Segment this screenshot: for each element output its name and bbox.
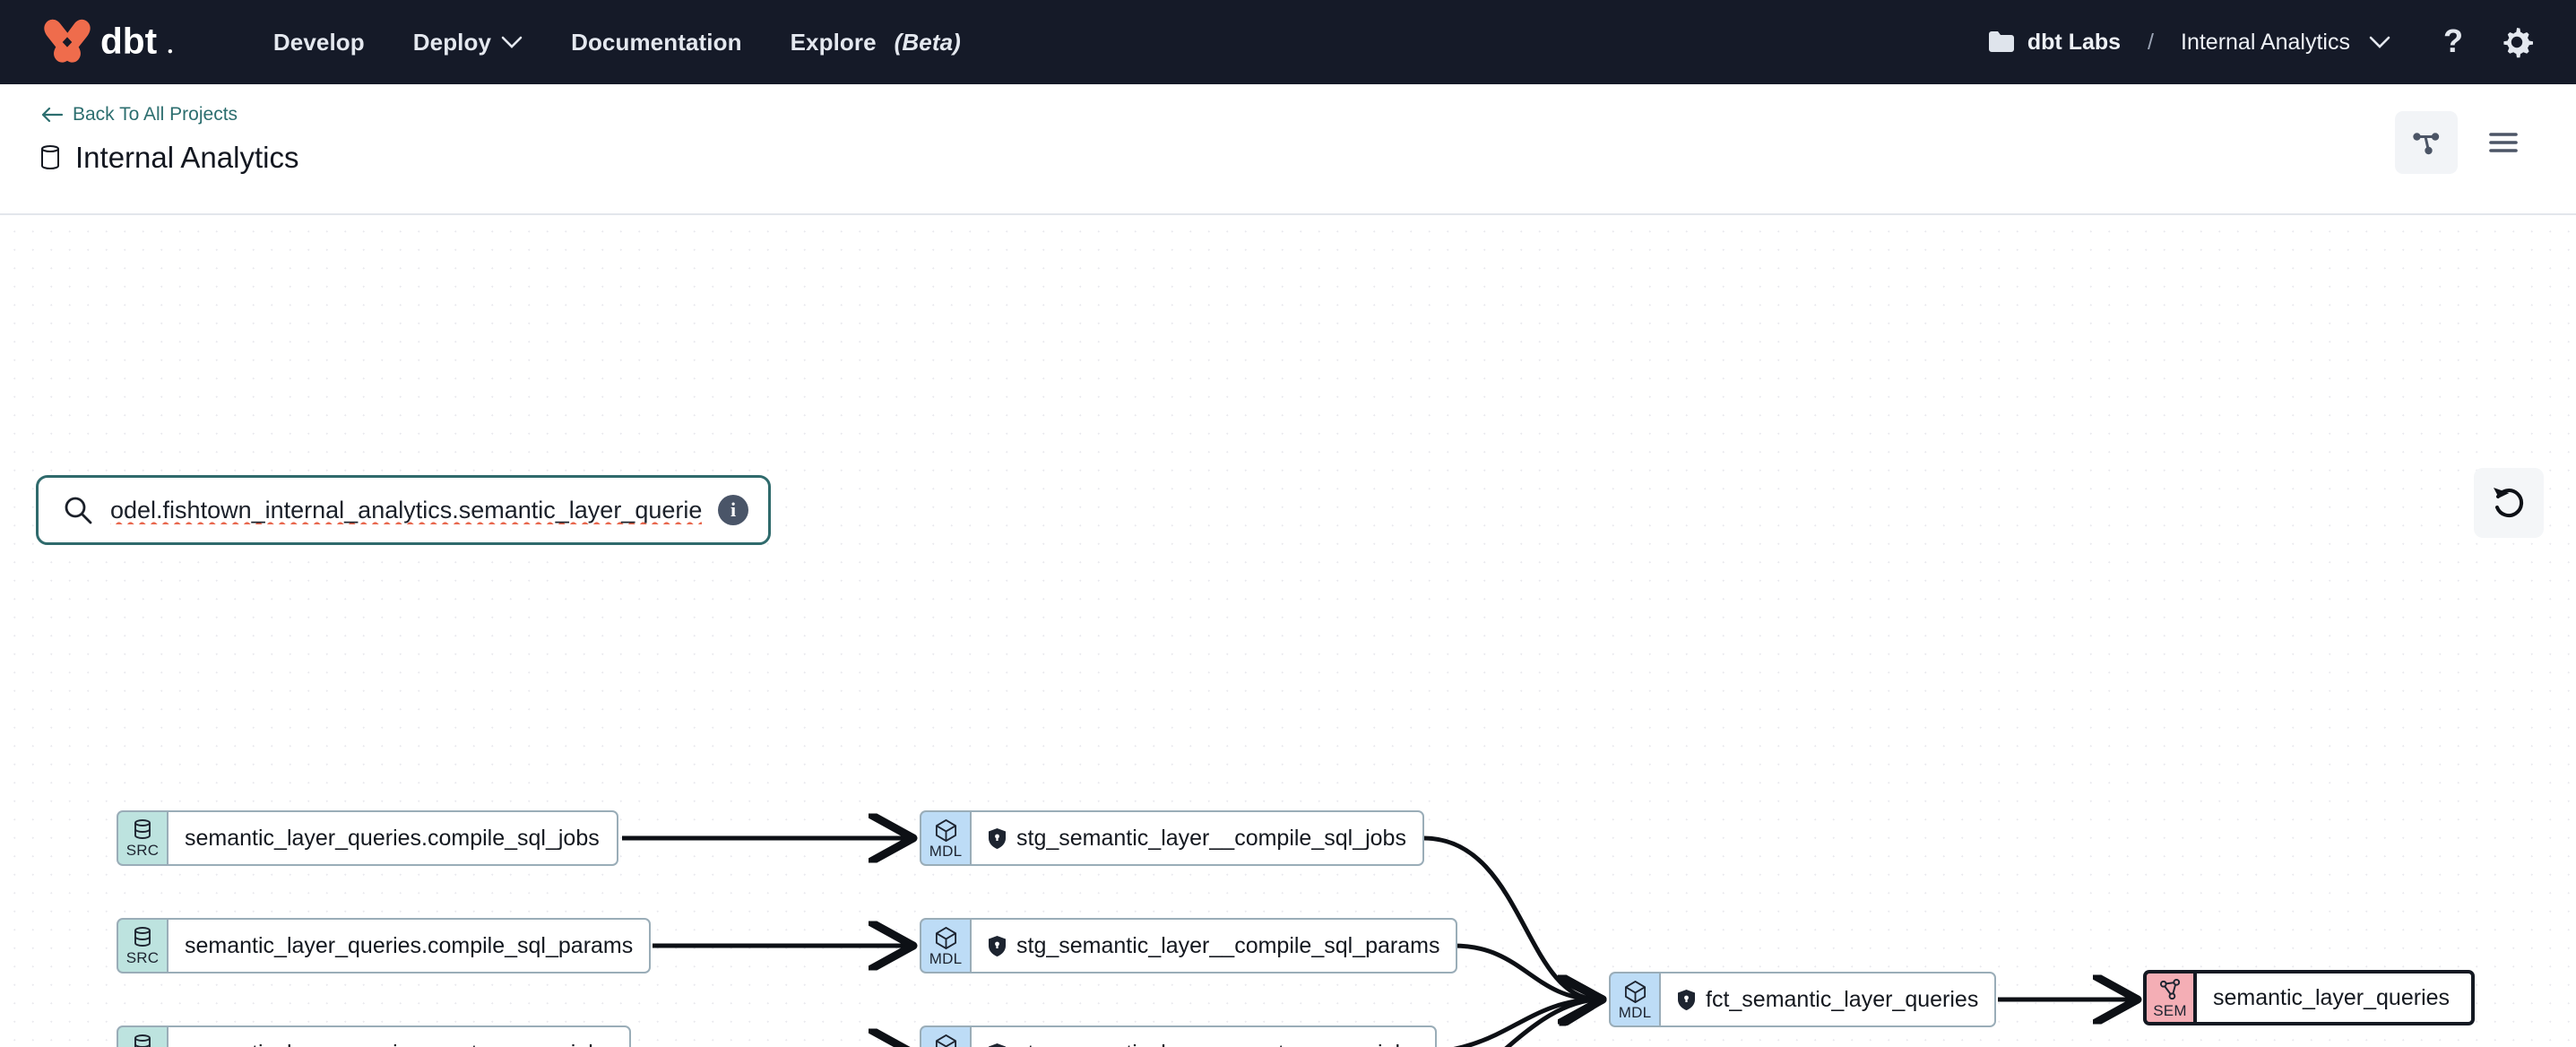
info-icon[interactable]: i <box>718 495 748 525</box>
cube-icon <box>1624 980 1646 1003</box>
svg-text:dbt: dbt <box>100 22 158 62</box>
badge-label: SRC <box>125 949 160 966</box>
node-label: stg_semantic_layer__create_query_jobs <box>1016 1041 1419 1047</box>
node-label: semantic_layer_queries.compile_sql_param… <box>185 932 634 958</box>
breadcrumb-separator: / <box>2148 29 2154 55</box>
project-subheader: Back To All Projects Internal Analytics <box>0 84 2576 215</box>
primary-nav-links: Develop Deploy Documentation Explore (Be… <box>273 29 961 56</box>
org-project-breadcrumb: dbt Labs / Internal Analytics <box>1988 30 2391 56</box>
chevron-down-icon <box>501 36 523 48</box>
lineage-icon <box>2413 133 2440 155</box>
lineage-canvas[interactable]: odel.fishtown_internal_analytics.semanti… <box>0 215 2576 1047</box>
lineage-node-src[interactable]: SRC semantic_layer_queries.create_query_… <box>117 1025 631 1047</box>
node-body: semantic_layer_queries.compile_sql_param… <box>167 918 652 973</box>
nav-item-deploy[interactable]: Deploy <box>413 29 523 56</box>
question-mark-icon[interactable]: ? <box>2438 23 2468 61</box>
top-nav-right-cluster: dbt Labs / Internal Analytics ? <box>1988 23 2535 61</box>
edge-mdl3-fct <box>1453 999 1598 1047</box>
lineage-node-fct[interactable]: MDL fct_semantic_layer_queries <box>1609 972 1997 1027</box>
database-icon <box>134 1034 151 1047</box>
badge-label: MDL <box>929 842 963 860</box>
lineage-node-sem[interactable]: SEM semantic_layer_queries <box>2143 970 2475 1025</box>
cube-icon <box>935 926 956 949</box>
nav-item-explore-label: Explore <box>790 28 877 56</box>
svg-text:?: ? <box>2443 23 2463 59</box>
page-title: Internal Analytics <box>75 141 299 174</box>
list-view-button[interactable] <box>2472 111 2535 174</box>
breadcrumb-column: Back To All Projects Internal Analytics <box>38 104 298 175</box>
node-label: semantic_layer_queries <box>2213 984 2451 1010</box>
node-label: semantic_layer_queries.create_query_jobs <box>185 1041 612 1047</box>
node-body: semantic_layer_queries <box>2193 970 2475 1025</box>
back-to-all-projects-link[interactable]: Back To All Projects <box>40 104 298 125</box>
lineage-node-src[interactable]: SRC semantic_layer_queries.compile_sql_j… <box>117 810 618 866</box>
lineage-graph-button[interactable] <box>2395 111 2458 174</box>
hamburger-icon <box>2489 133 2518 152</box>
node-type-badge-mdl: MDL <box>920 810 970 866</box>
cube-icon <box>935 818 956 842</box>
badge-label: MDL <box>929 949 963 967</box>
nav-item-explore[interactable]: Explore (Beta) <box>791 29 961 56</box>
semantic-graph-icon <box>2159 978 2180 999</box>
nav-item-deploy-label: Deploy <box>412 28 492 56</box>
database-icon <box>41 145 59 169</box>
folder-icon <box>1988 31 2014 52</box>
lineage-node-mdl[interactable]: MDL stg_semantic_layer__compile_sql_para… <box>920 918 1458 973</box>
top-navigation-bar: dbt Develop Deploy Documentation Explore… <box>0 0 2576 84</box>
cube-icon <box>935 1034 956 1047</box>
edge-mdl2-fct <box>1453 943 1598 999</box>
node-type-badge-mdl: MDL <box>1609 972 1659 1027</box>
node-type-badge-src: SRC <box>117 810 167 866</box>
node-body: stg_semantic_layer__create_query_jobs <box>970 1025 1437 1047</box>
database-icon <box>134 819 151 839</box>
node-body: stg_semantic_layer__compile_sql_params <box>970 918 1458 973</box>
shield-lock-icon <box>989 935 1006 956</box>
nav-item-documentation[interactable]: Documentation <box>571 29 742 56</box>
dbt-wordmark-icon: dbt <box>100 22 173 62</box>
search-input[interactable]: odel.fishtown_internal_analytics.semanti… <box>36 475 771 545</box>
lineage-node-mdl[interactable]: MDL stg_semantic_layer__compile_sql_jobs <box>920 810 1424 866</box>
node-type-badge-sem: SEM <box>2143 970 2193 1025</box>
search-icon <box>65 497 92 524</box>
node-label: fct_semantic_layer_queries <box>1706 986 1979 1012</box>
node-type-badge-mdl: MDL <box>920 1025 970 1047</box>
node-type-badge-mdl: MDL <box>920 918 970 973</box>
arrow-left-icon <box>41 107 64 123</box>
dbt-logo[interactable]: dbt <box>39 14 214 70</box>
gear-icon[interactable] <box>2499 24 2535 60</box>
back-link-label: Back To All Projects <box>73 104 238 125</box>
node-label: stg_semantic_layer__compile_sql_params <box>1016 932 1440 958</box>
page-title-row: Internal Analytics <box>38 141 298 175</box>
node-body: semantic_layer_queries.create_query_jobs <box>167 1025 631 1047</box>
shield-lock-icon <box>1678 989 1695 1010</box>
node-type-badge-src: SRC <box>117 918 167 973</box>
node-body: semantic_layer_queries.compile_sql_jobs <box>167 810 618 866</box>
header-tool-buttons <box>2395 111 2535 174</box>
database-icon <box>134 927 151 947</box>
chevron-down-icon[interactable] <box>2368 35 2391 49</box>
reset-icon <box>2494 488 2524 517</box>
project-name[interactable]: Internal Analytics <box>2181 29 2350 55</box>
nav-item-explore-beta-tag: (Beta) <box>894 28 961 56</box>
reset-view-button[interactable] <box>2474 468 2544 538</box>
search-input-value[interactable]: odel.fishtown_internal_analytics.semanti… <box>110 496 702 524</box>
nav-item-develop[interactable]: Develop <box>273 29 365 56</box>
node-label: stg_semantic_layer__compile_sql_jobs <box>1016 825 1406 851</box>
shield-lock-icon <box>989 1043 1006 1047</box>
nav-item-documentation-label: Documentation <box>571 28 742 56</box>
lineage-node-mdl[interactable]: MDL stg_semantic_layer__create_query_job… <box>920 1025 1437 1047</box>
badge-label: MDL <box>1618 1003 1652 1021</box>
dbt-x-mark-icon <box>44 19 91 63</box>
org-name[interactable]: dbt Labs <box>2027 29 2122 55</box>
nav-item-develop-label: Develop <box>272 28 365 56</box>
shield-lock-icon <box>989 827 1006 849</box>
lineage-node-src[interactable]: SRC semantic_layer_queries.compile_sql_p… <box>117 918 652 973</box>
node-body: fct_semantic_layer_queries <box>1659 972 1997 1027</box>
node-body: stg_semantic_layer__compile_sql_jobs <box>970 810 1424 866</box>
badge-label: SRC <box>125 842 160 859</box>
badge-label: SEM <box>2153 1001 2187 1019</box>
node-label: semantic_layer_queries.compile_sql_jobs <box>185 825 600 851</box>
node-type-badge-src: SRC <box>117 1025 167 1047</box>
